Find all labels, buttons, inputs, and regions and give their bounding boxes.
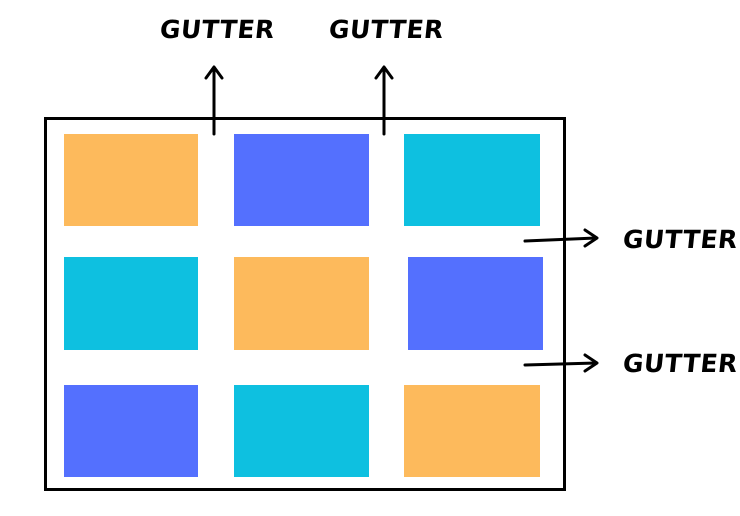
column-gutter-1-arrow	[204, 65, 224, 136]
grid-cell	[64, 257, 198, 350]
grid-cell	[234, 385, 369, 477]
grid-cell	[64, 385, 198, 477]
grid-cell	[234, 134, 369, 226]
grid-cell	[404, 385, 540, 477]
row-gutter-1-arrow	[523, 228, 599, 248]
grid-cell	[404, 134, 540, 226]
grid-cell	[408, 257, 543, 350]
grid-container	[44, 117, 566, 491]
row-gutter-2-arrow	[523, 353, 599, 373]
grid-cell	[234, 257, 369, 350]
column-gutter-2-arrow	[374, 65, 394, 136]
grid-cell	[64, 134, 198, 226]
